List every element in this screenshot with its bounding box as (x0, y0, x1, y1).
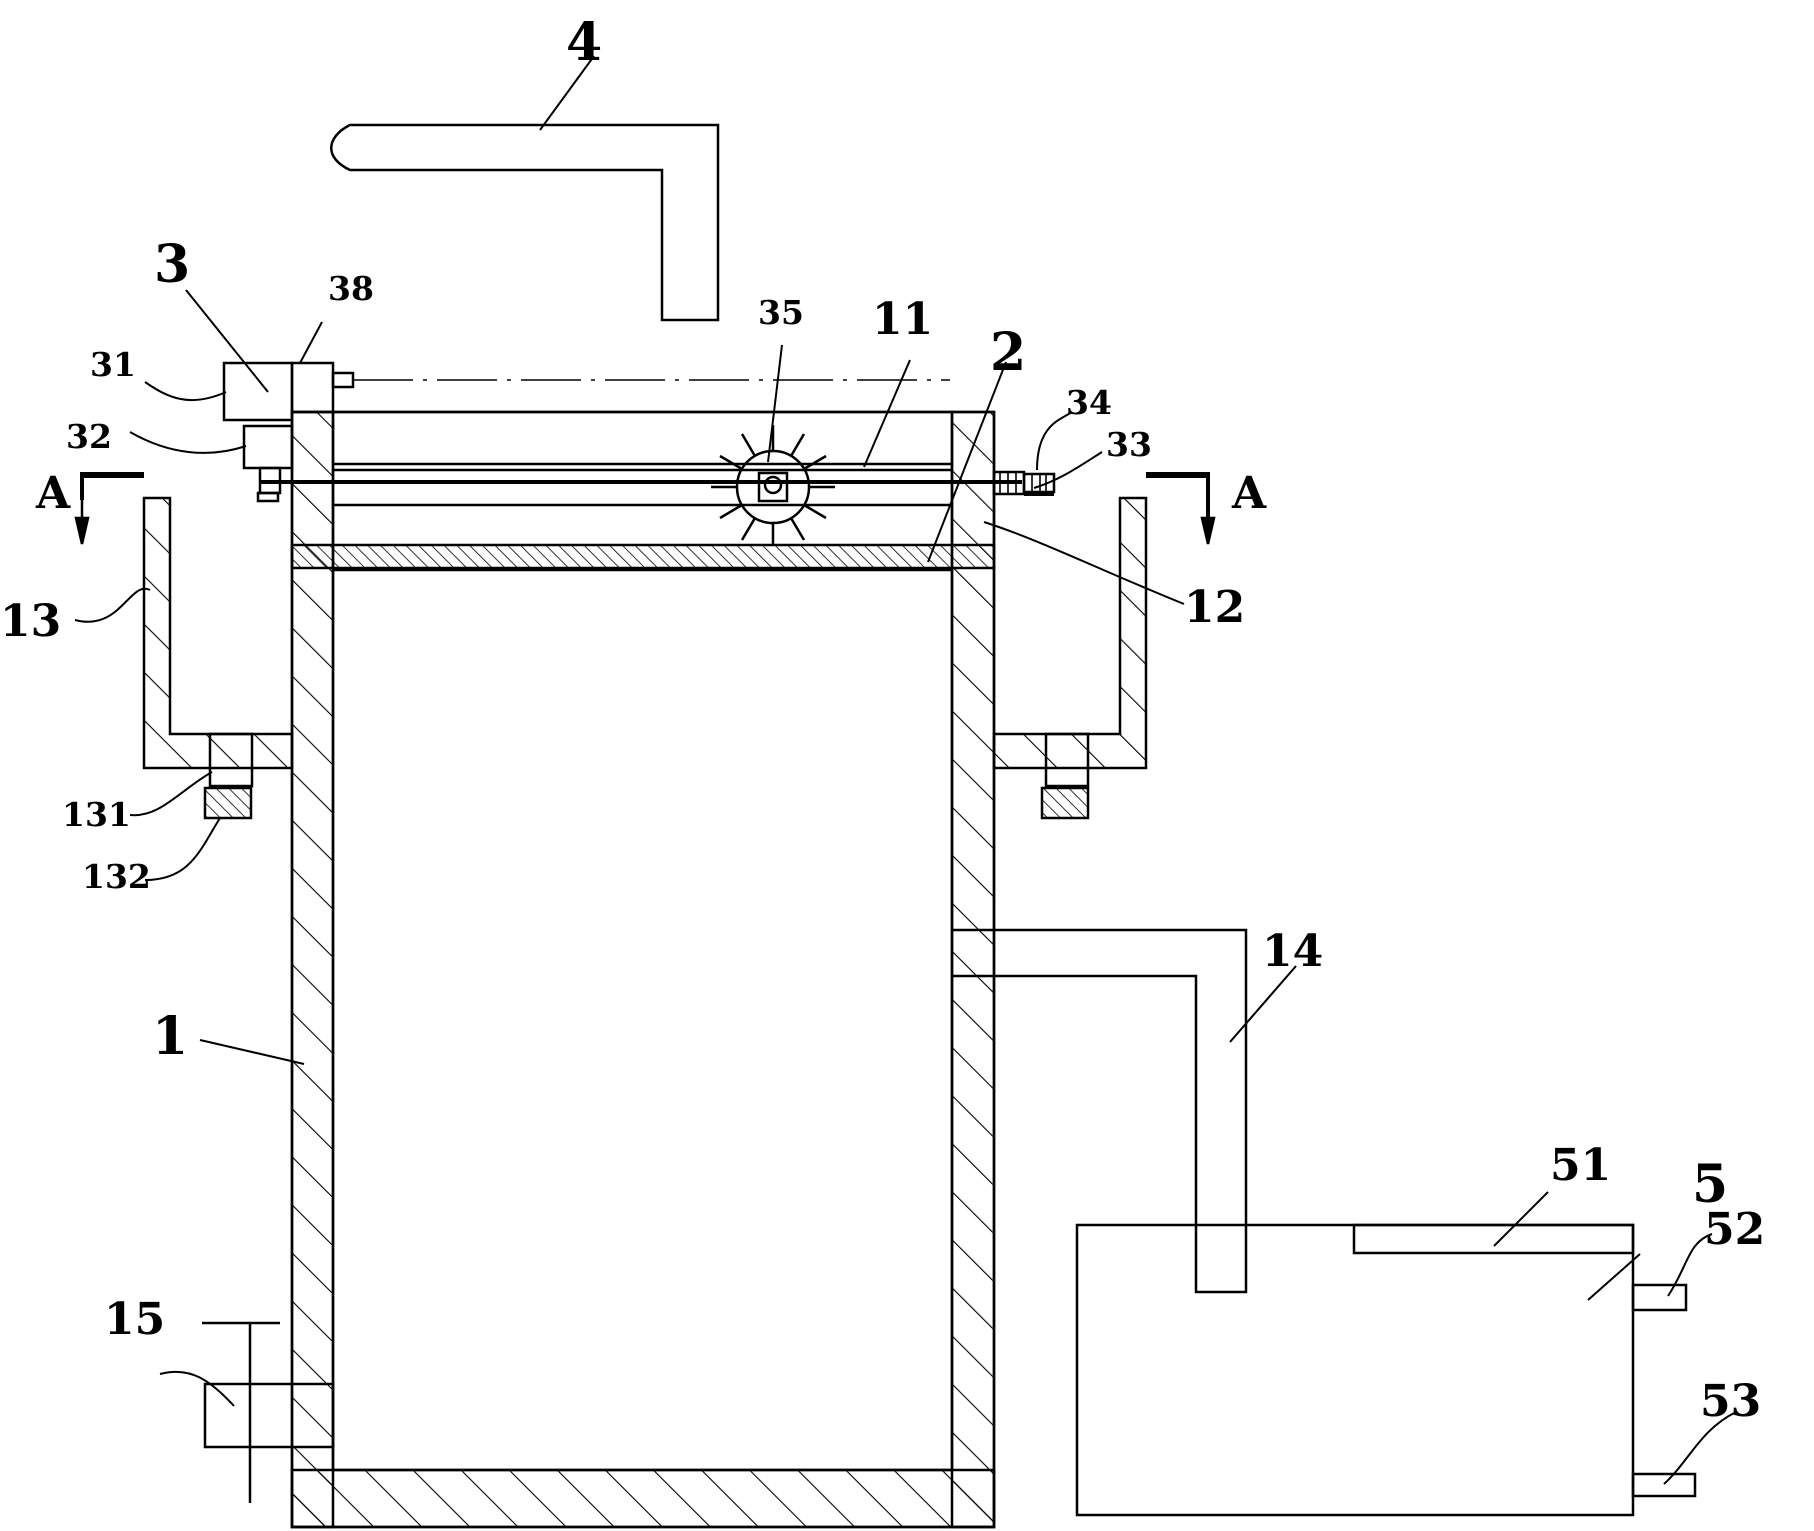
left-collector (142, 496, 294, 820)
section-label-left: A (35, 468, 71, 519)
label-11: 11 (872, 294, 933, 345)
leader-lines (74, 55, 1737, 1485)
drain-valve (202, 1321, 335, 1503)
labels: 4 3 38 31 32 35 11 2 34 33 12 13 131 132… (0, 12, 1765, 1427)
label-1: 1 (152, 1006, 188, 1067)
receiving-tank (1075, 1223, 1697, 1517)
label-32: 32 (66, 417, 112, 456)
label-132: 132 (82, 857, 151, 896)
overflow-pipe (952, 928, 1248, 1294)
label-52: 52 (1704, 1204, 1765, 1255)
label-31: 31 (90, 345, 136, 384)
label-4: 4 (566, 12, 602, 73)
section-markers (74, 472, 1216, 545)
label-13: 13 (0, 596, 61, 647)
label-34: 34 (1066, 383, 1112, 422)
label-3: 3 (154, 234, 190, 295)
label-33: 33 (1106, 425, 1152, 464)
label-2: 2 (990, 322, 1026, 383)
drive-unit (222, 361, 1056, 503)
label-35: 35 (758, 293, 804, 332)
label-5: 5 (1692, 1154, 1728, 1215)
label-12: 12 (1184, 582, 1245, 633)
label-131: 131 (62, 795, 131, 834)
feed-pipe (330, 123, 720, 322)
label-51: 51 (1550, 1140, 1611, 1191)
top-chamber (333, 462, 952, 507)
right-collector (992, 496, 1148, 820)
label-53: 53 (1700, 1376, 1761, 1427)
label-14: 14 (1262, 926, 1323, 977)
rotating-brush (711, 425, 835, 545)
filter-plate (290, 543, 996, 570)
section-label-right: A (1231, 468, 1267, 519)
main-tank (290, 410, 996, 1529)
label-15: 15 (104, 1294, 165, 1345)
label-38: 38 (328, 269, 374, 308)
